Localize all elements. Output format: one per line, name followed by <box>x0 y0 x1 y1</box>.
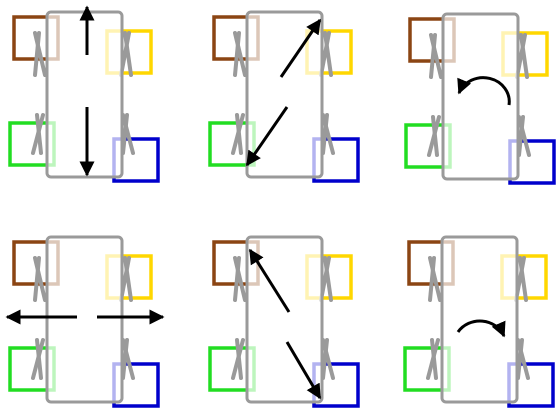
motion-arrow <box>285 341 322 400</box>
strut <box>233 256 241 302</box>
strut <box>123 256 133 302</box>
strut <box>121 113 135 155</box>
strut <box>31 338 45 380</box>
strut <box>323 256 333 302</box>
motion-arrow <box>245 106 289 167</box>
motion-arrow <box>248 248 291 313</box>
panel-diagonal-left <box>208 235 360 408</box>
strut <box>516 338 530 380</box>
strut <box>429 33 437 79</box>
strut <box>31 113 45 155</box>
robot-frame <box>245 235 324 404</box>
robot-frame <box>45 235 124 404</box>
panel-diagonal-right <box>208 10 360 183</box>
strut <box>33 31 41 77</box>
panel-rotate-ccw <box>404 12 556 185</box>
motion-arrow <box>279 18 322 78</box>
strut <box>33 256 41 302</box>
strut <box>123 31 133 77</box>
strut <box>121 338 135 380</box>
strut <box>427 115 441 157</box>
strut <box>519 33 529 79</box>
strut <box>321 338 335 380</box>
panel-strafe-left-right <box>5 235 165 408</box>
rotate-cw-arrow <box>456 319 506 338</box>
panel-forward-backward <box>8 5 160 183</box>
panel-rotate-cw <box>403 235 555 408</box>
strut <box>426 338 440 380</box>
strut <box>517 115 531 157</box>
strut <box>428 256 436 302</box>
strut <box>323 31 333 77</box>
strut <box>321 113 335 155</box>
robot-frame <box>245 10 324 179</box>
rotate-ccw-arrow <box>457 76 511 106</box>
strut <box>231 338 245 380</box>
strut <box>518 256 528 302</box>
strut <box>231 113 245 155</box>
robot-frame <box>45 10 124 179</box>
robot-frame <box>441 12 520 181</box>
strut <box>233 31 241 77</box>
